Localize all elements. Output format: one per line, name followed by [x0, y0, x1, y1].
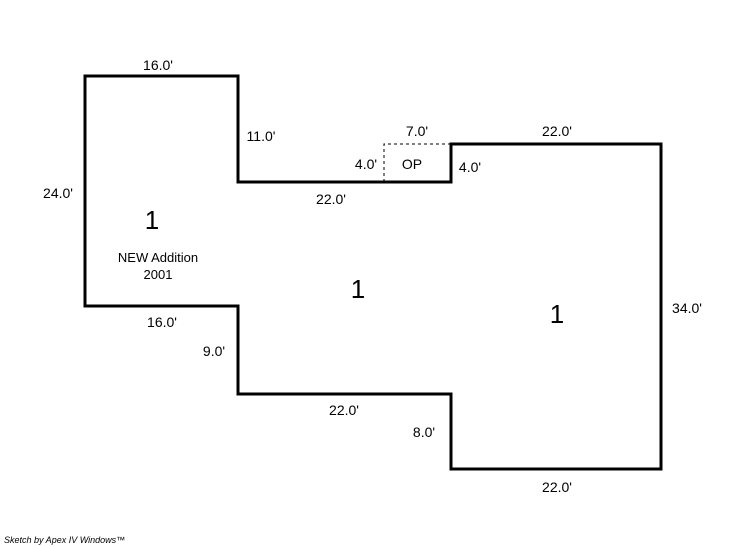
dim-right-side: 34.0'	[672, 300, 702, 316]
dim-lower-connector: 22.0'	[329, 402, 359, 418]
dim-top-left: 16.0'	[143, 57, 173, 73]
addition-label: NEW Addition	[118, 250, 198, 265]
open-porch-outline	[383, 143, 451, 182]
dim-porch-right: 4.0'	[459, 159, 481, 175]
building-outline	[83, 74, 663, 471]
porch-label: OP	[402, 156, 422, 172]
dim-lower-step-right: 8.0'	[413, 424, 435, 440]
area-number-center: 1	[351, 274, 365, 304]
dim-upper-step: 11.0'	[247, 128, 276, 144]
dim-porch-left: 4.0'	[355, 156, 377, 172]
area-number-addition: 1	[145, 205, 159, 235]
addition-year: 2001	[144, 267, 173, 282]
dim-left-side: 24.0'	[43, 185, 73, 201]
dim-lower-step: 9.0'	[203, 343, 225, 359]
dim-porch-width: 7.0'	[406, 123, 428, 139]
dim-bottom-right: 22.0'	[542, 479, 572, 495]
area-number-right: 1	[550, 299, 564, 329]
sketch-credit: Sketch by Apex IV Windows™	[4, 535, 125, 545]
dim-bottom-left: 16.0'	[147, 314, 177, 330]
dim-top-right: 22.0'	[542, 123, 572, 139]
dim-upper-connector: 22.0'	[316, 191, 346, 207]
